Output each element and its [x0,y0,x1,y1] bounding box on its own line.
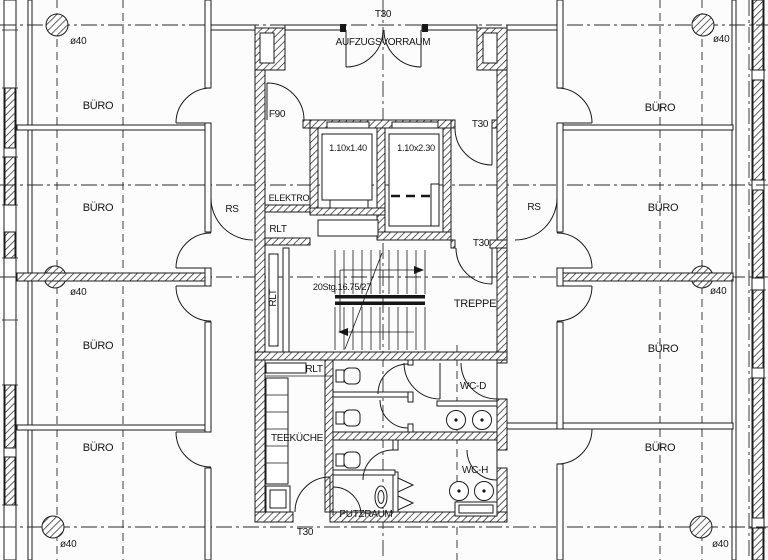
urinal [397,477,415,493]
door-label-t30: T30 [473,238,490,249]
room-label-office: BÜRO [645,442,676,454]
columns: ø40 ø40 ø40 ø40 ø40 ø40 [41,13,730,550]
room-label-electrical: ELEKTRO [269,193,310,203]
door-arc [175,431,212,468]
column-size-label: ø40 [712,539,729,550]
door-label-f90: F90 [269,109,286,120]
office-doors [175,87,593,468]
door-arc [175,232,212,269]
t30-door-arc [454,127,493,166]
door-arc [556,428,593,465]
elevator-left [321,121,373,209]
urinal [397,495,415,511]
wc-entry-door-arc [466,449,498,481]
room-label-office: BÜRO [83,202,114,214]
door-label-rs: RS [225,204,239,215]
room-label-hvac: RLT [268,289,279,306]
elevator-right [388,121,440,227]
room-label-cleaning: PUTZRAUM [339,509,392,520]
room-label-stairs: TREPPE [454,298,496,310]
stair-break-line [344,252,383,350]
facade-right [731,0,766,560]
door-arc [175,87,212,124]
wc-block [332,359,498,517]
door-arc [556,285,593,322]
staircase [268,247,426,353]
column-size-label: ø40 [710,286,727,297]
stair-arrow-up [414,266,424,274]
toilet [335,451,361,469]
double-door-arc [345,29,422,68]
column-size-label: ø40 [70,287,87,298]
column-marker [689,515,713,539]
room-label-office: BÜRO [83,442,114,454]
elevator-size-label: 1.10x1.40 [329,143,367,153]
stair-direction-line [339,269,414,333]
room-label-office: BÜRO [648,343,679,355]
column-size-label: ø40 [60,539,77,550]
tea-kitchen [265,377,331,513]
door-label-rs: RS [527,202,541,213]
room-label-office: BÜRO [648,202,679,214]
wc-entry-door-arc [460,362,498,400]
door-label-t30: T30 [297,527,314,538]
column-size-label: ø40 [713,34,730,45]
wc-lobby-door-arc [403,362,441,400]
door-label-t30: T30 [472,119,489,130]
door-arc [556,87,593,124]
stair-note-label: 20Stg.16.75/27 [313,282,371,292]
room-label-wc-women: WC-D [460,381,486,392]
toilet [335,367,361,385]
smoke-door-arc [514,197,558,241]
toilet [335,409,361,427]
column-size-label: ø40 [70,36,87,47]
stall-door-arc [379,399,409,429]
door-arc [556,232,593,269]
column-marker [691,13,715,37]
room-label-tea-kitchen: TEEKÜCHE [271,432,324,444]
smoke-door-arc [210,197,254,241]
room-label-hvac: RLT [269,224,286,235]
f90-door-arc [266,82,305,121]
room-label-office: BÜRO [645,102,676,114]
column-marker [41,515,65,539]
t30-door-arc [455,247,493,285]
room-labels: BÜRO BÜRO BÜRO BÜRO BÜRO BÜRO BÜRO BÜRO … [83,9,680,538]
room-label-hvac: RLT [305,364,322,375]
room-label-office: BÜRO [83,100,114,112]
stall-door-arc [362,449,394,481]
putzraum-door-arc [332,486,362,516]
t30-door-arc [294,476,331,513]
building-core [254,24,508,523]
room-label-wc-men: WC-H [462,465,488,476]
door-label-t30: T30 [375,9,392,20]
door-arc [175,285,212,322]
stair-arrow-down [338,328,348,336]
stall-door-arc [377,363,409,395]
column-marker [45,13,69,37]
elevator-size-label: 1.10x2.30 [397,143,435,153]
room-label-office: BÜRO [83,340,114,352]
room-label-elevator-lobby: AUFZUGSVORRAUM [336,37,431,48]
